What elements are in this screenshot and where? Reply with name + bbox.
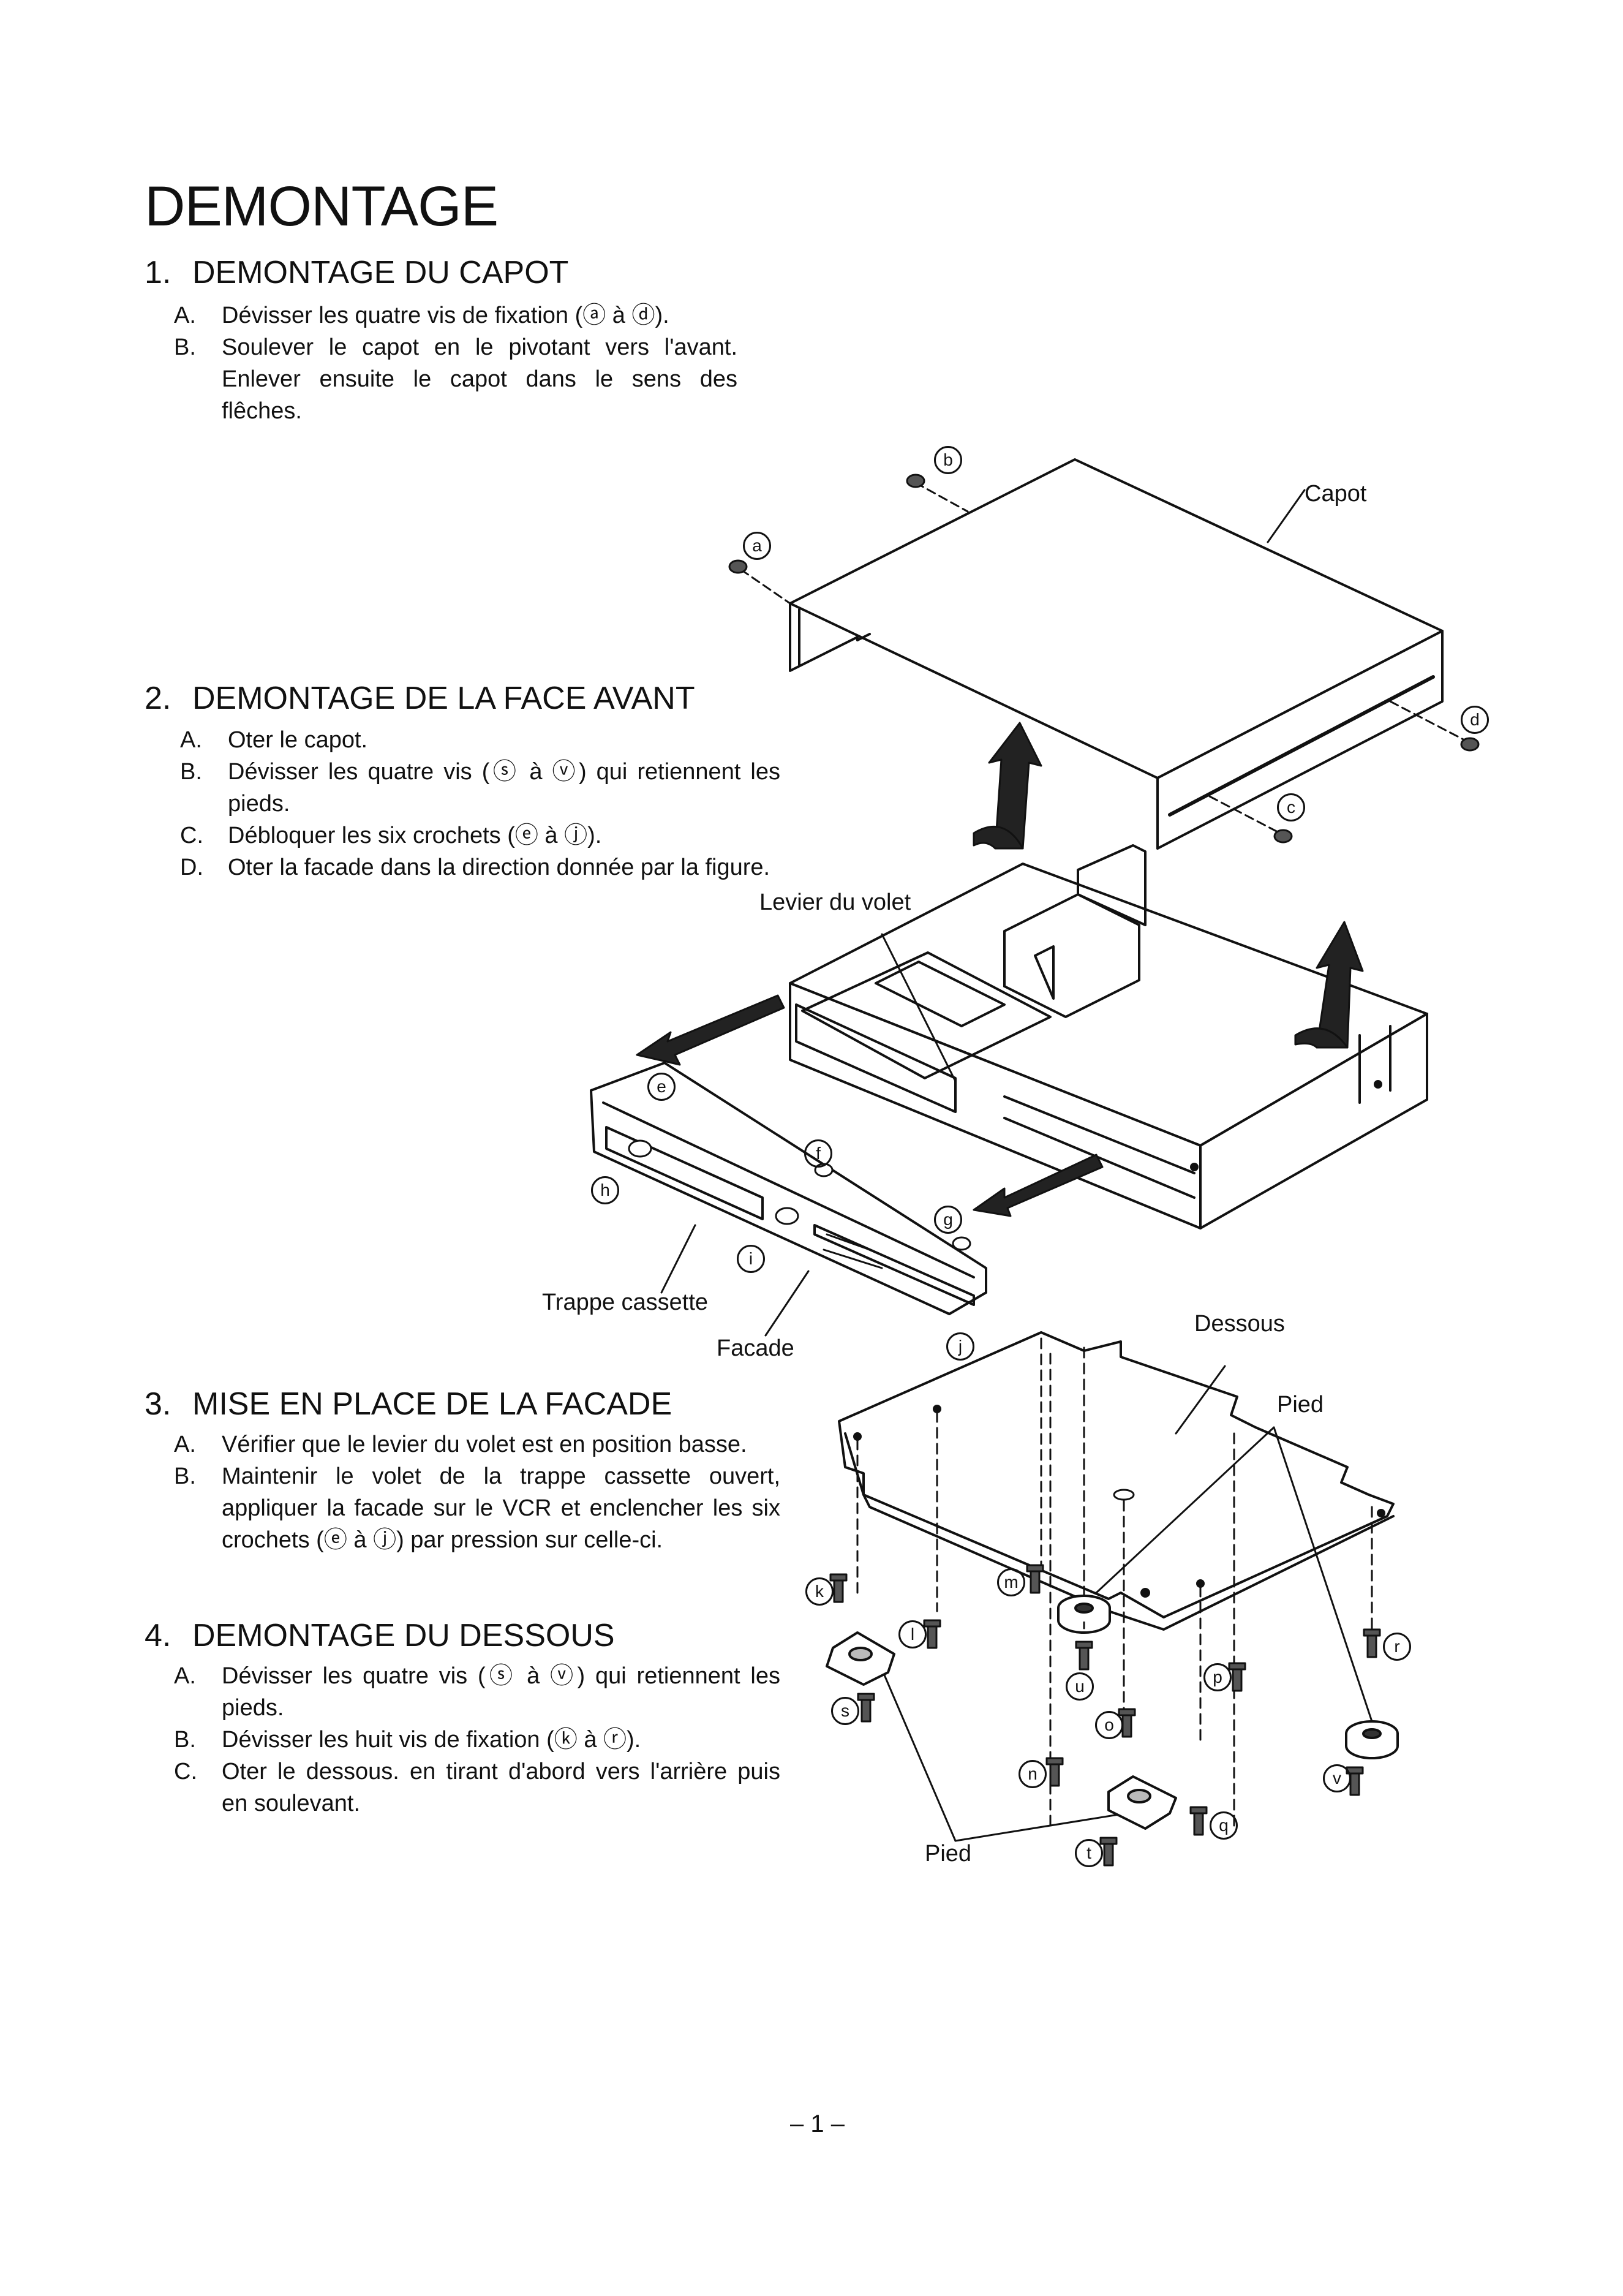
section-2: 2. DEMONTAGE DE LA FACE AVANT A. Oter le c… [145,680,818,883]
step-text: Maintenir le volet de la trappe cassette… [222,1463,780,1553]
step-letter: B. [174,334,196,360]
section-3-title: MISE EN PLACE DE LA FACADE [192,1386,672,1422]
section-1-number: 1. [145,255,171,290]
screw-marker-k: k [805,1577,834,1606]
screws-drawing [829,1564,1381,1867]
label-facade: Facade [717,1335,794,1361]
step-text: Oter le dessous. en tirant d'abord vers … [222,1759,780,1816]
screw-marker-a: a [743,532,771,560]
step-letter: C. [180,823,203,848]
step-letter: B. [180,759,202,785]
step-letter: B. [174,1463,196,1489]
section-4: 4. DEMONTAGE DU DESSOUS A. Dévisser les qu… [145,1617,818,1819]
hook-marker-g: g [934,1206,962,1234]
step-text: Vérifier que le levier du volet est en p… [222,1432,747,1457]
step-letter: A. [174,1663,196,1689]
step-text: Dévisser les huit vis de fixation (ⓚ à ⓡ… [222,1727,641,1753]
hook-marker-j: j [946,1332,974,1361]
facade-drawing [590,1062,987,1337]
section-4-title: DEMONTAGE DU DESSOUS [192,1618,615,1653]
section-4-number: 4. [145,1618,171,1653]
step-text: Dévisser les quatre vis (ⓢ à ⓥ) qui reti… [228,759,780,817]
screw-marker-t: t [1075,1839,1103,1867]
section-1-heading: 1. DEMONTAGE DU CAPOT [145,254,788,291]
screw-marker-l: l [898,1620,927,1648]
section-4-heading: 4. DEMONTAGE DU DESSOUS [145,1617,818,1654]
step-4a: A. Dévisser les quatre vis (ⓢ à ⓥ) qui re… [174,1660,780,1724]
step-letter: A. [180,727,202,753]
screw-marker-c: c [1277,793,1305,821]
screw-marker-s: s [831,1697,859,1725]
label-capot: Capot [1305,481,1367,507]
step-2d: D. Oter la facade dans la direction donné… [180,852,780,883]
step-3a: A. Vérifier que le levier du volet est en… [174,1429,780,1460]
screw-marker-u: u [1066,1672,1094,1701]
step-2c: C. Débloquer les six crochets (ⓔ à ⓙ). [180,820,780,852]
hook-marker-f: f [804,1139,832,1168]
step-3b: B. Maintenir le volet de la trappe casset… [174,1460,780,1556]
step-2b: B. Dévisser les quatre vis (ⓢ à ⓥ) qui re… [180,756,780,820]
section-1-steps: A. Dévisser les quatre vis de fixation (ⓐ… [174,300,737,427]
step-text: Dévisser les quatre vis de fixation (ⓐ à… [222,303,669,328]
screw-marker-p: p [1203,1663,1232,1691]
step-text: Débloquer les six crochets (ⓔ à ⓙ). [228,823,602,848]
label-levier-du-volet: Levier du volet [759,889,911,915]
arrows [636,722,1364,1217]
section-3-heading: 3. MISE EN PLACE DE LA FACADE [145,1386,818,1422]
bottom-plate-drawing [838,1331,1395,1842]
step-1a: A. Dévisser les quatre vis de fixation (ⓐ… [174,300,737,331]
label-pied-bottom: Pied [925,1841,972,1867]
label-dessous: Dessous [1194,1311,1285,1337]
screw-marker-d: d [1461,706,1489,734]
step-letter: A. [174,303,196,328]
step-letter: A. [174,1432,196,1457]
step-2a: A. Oter le capot. [180,724,780,756]
step-letter: C. [174,1759,197,1784]
feet-drawing [826,1595,1399,1830]
cover-drawing [728,458,1480,850]
hook-marker-h: h [591,1176,619,1204]
section-1-title: DEMONTAGE DU CAPOT [192,255,569,290]
section-2-number: 2. [145,681,171,716]
section-4-steps: A. Dévisser les quatre vis (ⓢ à ⓥ) qui re… [174,1660,780,1819]
section-2-steps: A. Oter le capot. B. Dévisser les quatre v… [180,724,780,883]
step-4c: C. Oter le dessous. en tirant d'abord ver… [174,1756,780,1819]
step-text: Oter le capot. [228,727,368,753]
screw-marker-r: r [1383,1633,1411,1661]
section-2-title: DEMONTAGE DE LA FACE AVANT [192,681,695,716]
screw-marker-v: v [1323,1764,1351,1792]
step-1b: B. Soulever le capot en le pivotant vers … [174,331,737,427]
step-text: Oter la facade dans la direction donnée … [228,855,770,880]
section-2-heading: 2. DEMONTAGE DE LA FACE AVANT [145,680,818,717]
screw-marker-m: m [997,1568,1025,1596]
step-letter: B. [174,1727,196,1753]
screw-marker-q: q [1210,1811,1238,1840]
step-text: Soulever le capot en le pivotant vers l'… [222,334,737,424]
hook-marker-i: i [737,1245,765,1273]
screw-marker-o: o [1095,1711,1123,1739]
section-3-number: 3. [145,1386,171,1422]
page-title: DEMONTAGE [145,175,499,238]
page-number: – 1 – [790,2110,845,2137]
step-text: Dévisser les quatre vis (ⓢ à ⓥ) qui reti… [222,1663,780,1721]
hook-marker-e: e [647,1073,676,1101]
step-letter: D. [180,855,203,880]
section-3: 3. MISE EN PLACE DE LA FACADE A. Vérifier … [145,1386,818,1556]
section-3-steps: A. Vérifier que le levier du volet est en… [174,1429,780,1556]
screw-marker-n: n [1019,1760,1047,1788]
step-4b: B. Dévisser les huit vis de fixation (ⓚ à… [174,1724,780,1756]
label-trappe-cassette: Trappe cassette [542,1290,709,1315]
label-pied-top: Pied [1277,1392,1324,1418]
screw-marker-b: b [934,446,962,474]
section-1: 1. DEMONTAGE DU CAPOT A. Dévisser les quat… [145,254,788,427]
